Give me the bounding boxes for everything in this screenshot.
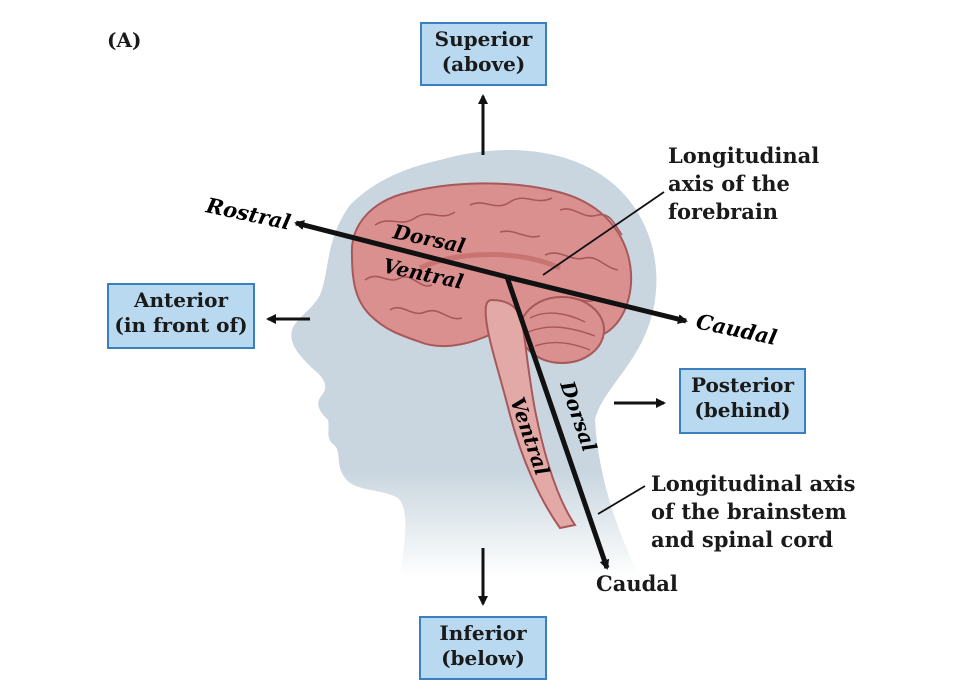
inferior-box: Inferior (below)	[419, 616, 547, 680]
posterior-box-title: Posterior	[690, 373, 795, 397]
brainstem-callout-line-1: Longitudinal axis	[651, 471, 856, 496]
rostral-label: Rostral	[203, 192, 293, 234]
forebrain-axis-caudal	[506, 274, 688, 324]
cerebellum-folia	[527, 312, 596, 351]
forebrain-callout-line-3: forebrain	[668, 199, 779, 224]
forebrain-axis-rostral	[294, 220, 508, 280]
posterior-box: Posterior (behind)	[679, 368, 806, 434]
panel-label: (A)	[107, 28, 142, 52]
brainstem-axis	[504, 276, 610, 570]
forebrain-callout-line-1: Longitudinal	[668, 143, 820, 168]
forebrain-callout-leader	[542, 191, 665, 276]
brainstem-axis-callout: Longitudinal axis of the brainstem and s…	[651, 470, 855, 554]
anterior-box: Anterior (in front of)	[107, 283, 255, 349]
superior-box: Superior (above)	[420, 22, 547, 86]
superior-box-title: Superior	[434, 27, 533, 51]
posterior-box-subtitle: (behind)	[694, 398, 791, 422]
caudal-forebrain-label: Caudal	[694, 308, 779, 349]
brainstem-callout-leader	[597, 485, 646, 515]
brainstem-callout-line-3: and spinal cord	[651, 527, 834, 552]
superior-box-subtitle: (above)	[441, 52, 526, 76]
corpus-callosum	[418, 252, 562, 271]
brainstem-callout-line-2: of the brainstem	[651, 499, 847, 524]
inferior-box-subtitle: (below)	[441, 646, 525, 670]
anterior-box-title: Anterior	[133, 288, 229, 312]
inferior-box-title: Inferior	[439, 621, 527, 645]
forebrain-callout-line-2: axis of the	[668, 171, 790, 196]
caudal-brainstem-label: Caudal	[596, 571, 678, 596]
anterior-box-subtitle: (in front of)	[114, 313, 248, 337]
forebrain-axis-callout: Longitudinal axis of the forebrain	[668, 142, 819, 226]
